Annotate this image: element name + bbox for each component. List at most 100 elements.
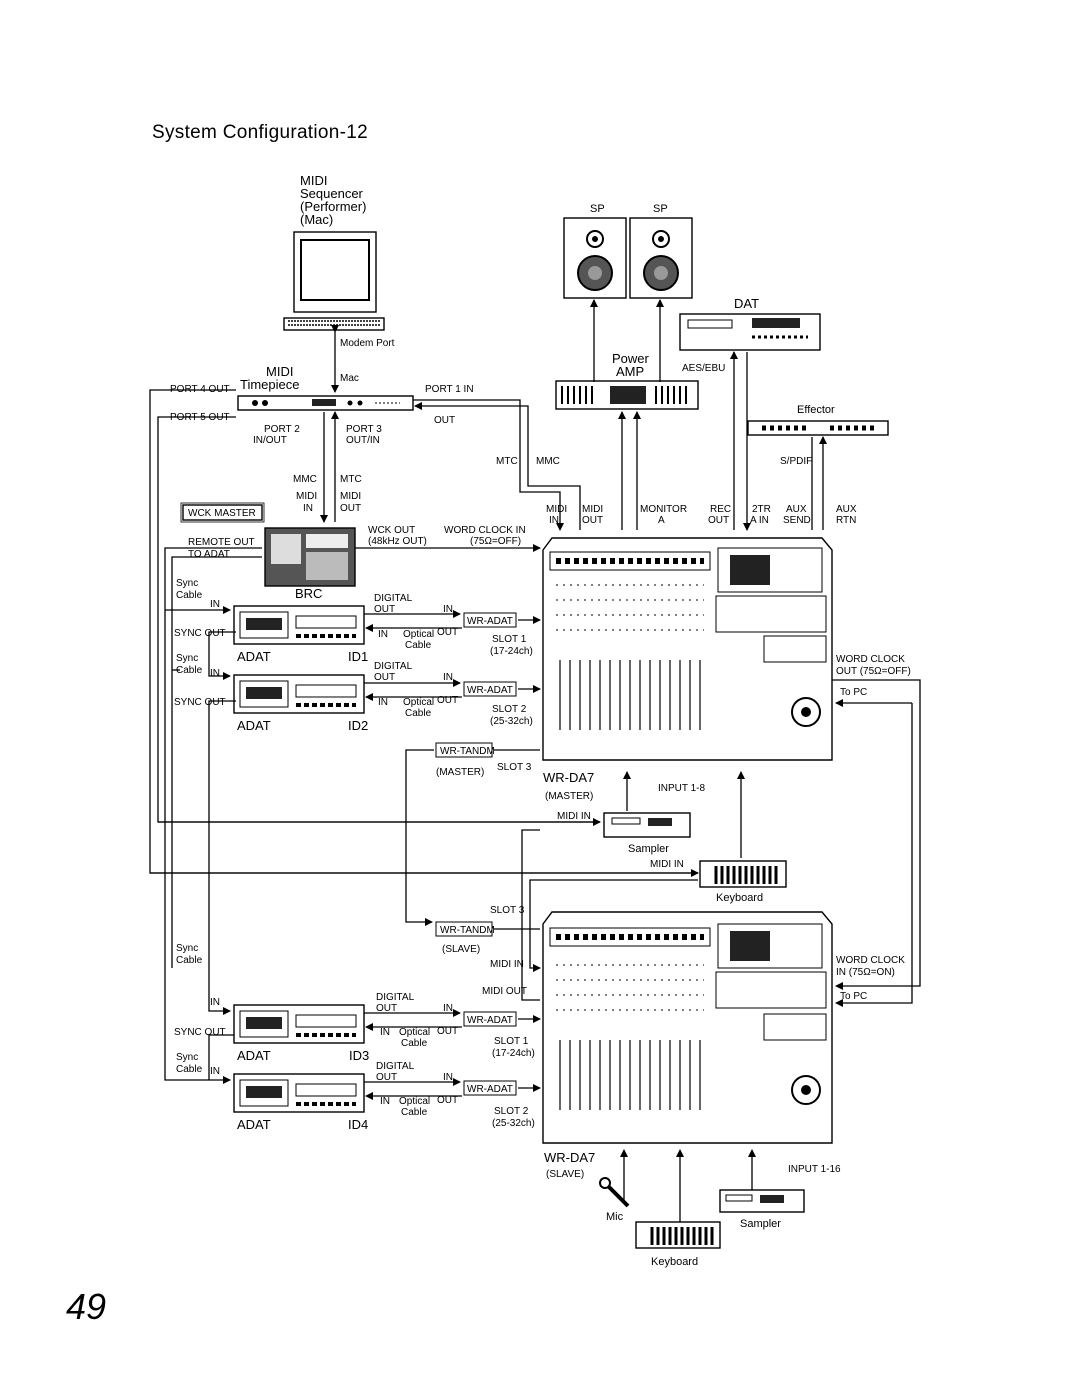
midi-sequencer-label-2: Sequencer (300, 186, 364, 201)
brc-device (264, 527, 356, 587)
effector-label: Effector (797, 404, 835, 416)
in-label-3: IN (210, 997, 220, 1008)
page-title: System Configuration-12 (152, 122, 369, 143)
word-clock-out-label-2: OUT (75Ω=OFF) (836, 666, 911, 677)
keyboard-label-2: Keyboard (651, 1256, 698, 1268)
mtc-label-2: MTC (340, 474, 362, 485)
slot1-label-2: (17-24ch) (490, 646, 533, 657)
in-label-o3: IN (380, 1027, 390, 1038)
wr-adat-label-2: WR-ADAT (467, 685, 513, 696)
aux-send-label-1: AUX (786, 504, 807, 515)
optical-label-2: Optical (403, 697, 434, 708)
port2-label-2: IN/OUT (253, 435, 287, 446)
wr-adat-card-1 (463, 612, 517, 628)
port1-label: PORT 1 IN (425, 384, 474, 395)
sampler-label-2: Sampler (740, 1218, 781, 1230)
wr-da7-label-slave: WR-DA7 (544, 1150, 595, 1165)
2tr-label-1: 2TR (752, 504, 771, 515)
sp-label-2: SP (653, 203, 668, 215)
sync-cable-label-4b: Cable (176, 1064, 203, 1075)
sync-cable-label-3b: Cable (176, 955, 203, 966)
sync-out-label-3: SYNC OUT (174, 1027, 226, 1038)
out-label-o3: OUT (437, 1026, 458, 1037)
wck-out-label-2: (48kHz OUT) (368, 536, 427, 547)
adat-id4-device (233, 1073, 365, 1113)
remote-out-label-2: TO ADAT (188, 549, 230, 560)
slot3-label-master: SLOT 3 (497, 762, 532, 773)
master-label-left: (MASTER) (436, 767, 484, 778)
modem-port-label: Modem Port (340, 338, 395, 349)
digital-label-2: DIGITAL (374, 661, 413, 672)
midi-in-label-keyboard: MIDI IN (650, 859, 684, 870)
wr-adat-card-4 (463, 1080, 517, 1096)
keyboard-device-2 (635, 1221, 721, 1249)
mac-label: Mac (340, 373, 359, 384)
wr-da7-label-master: WR-DA7 (543, 770, 594, 785)
in-label-4: IN (210, 1066, 220, 1077)
master-label-right: (MASTER) (545, 791, 593, 802)
adat-label-4: ADAT (237, 1117, 271, 1132)
wr-adat-card-2 (463, 681, 517, 697)
midi-sequencer-label-3: (Performer) (300, 199, 366, 214)
sync-cable-label-4a: Sync (176, 1052, 198, 1063)
wr-adat-card-3 (463, 1011, 517, 1027)
in-label-o1: IN (378, 629, 388, 640)
power-amp-device (555, 380, 699, 410)
out-label-d2: OUT (374, 672, 395, 683)
slot1-label-4: (17-24ch) (492, 1048, 535, 1059)
optical-label-4: Optical (399, 1096, 430, 1107)
port2-label-1: PORT 2 (264, 424, 300, 435)
da7-midi-in-2: IN (549, 515, 559, 526)
slot2-label-2: (25-32ch) (490, 716, 533, 727)
speaker-right (629, 217, 693, 299)
word-clock-out-label-1: WORD CLOCK (836, 654, 905, 665)
cable-label-3: Cable (401, 1038, 428, 1049)
in-label-d1: IN (443, 604, 453, 615)
in-label-2: IN (210, 668, 220, 679)
slot2-label-1: SLOT 2 (492, 704, 527, 715)
in-label-o2: IN (378, 697, 388, 708)
sampler-device-1 (603, 812, 691, 838)
midi-in-label-2: IN (303, 503, 313, 514)
da7-midi-out-1: MIDI (582, 504, 603, 515)
slave-label-left: (SLAVE) (442, 944, 480, 955)
mac-computer (283, 231, 385, 331)
midi-sequencer-label-1: MIDI (300, 173, 327, 188)
digital-label-3: DIGITAL (376, 992, 415, 1003)
midi-out-label-2: OUT (340, 503, 361, 514)
keyboard-label-1: Keyboard (716, 892, 763, 904)
input-1-16-label: INPUT 1-16 (788, 1164, 841, 1175)
id4-label: ID4 (348, 1117, 368, 1132)
remote-out-label-1: REMOTE OUT (188, 537, 255, 548)
2tr-label-2: A IN (750, 515, 769, 526)
wck-master-box (182, 504, 263, 521)
midi-in-label-slave: MIDI IN (490, 959, 524, 970)
adat-id1-device (233, 605, 365, 645)
effector-device (747, 420, 889, 436)
keyboard-device-1 (699, 860, 787, 888)
midi-sequencer-label-4: (Mac) (300, 212, 333, 227)
id1-label: ID1 (348, 649, 368, 664)
word-clock-in-label-1: WORD CLOCK IN (444, 525, 526, 536)
wck-out-label-1: WCK OUT (368, 525, 415, 536)
sp-label-1: SP (590, 203, 605, 215)
dat-label: DAT (734, 296, 759, 311)
dat-device (679, 313, 821, 351)
word-clock-in-label-2: (75Ω=OFF) (470, 536, 521, 547)
sampler-label-1: Sampler (628, 843, 669, 855)
word-clock-in-label-r1: WORD CLOCK (836, 955, 905, 966)
adat-id3-device (233, 1004, 365, 1044)
mtc-label: MTC (496, 456, 518, 467)
slot3-label-slave: SLOT 3 (490, 905, 525, 916)
out-label-d3: OUT (376, 1003, 397, 1014)
midi-out-label-1: MIDI (340, 491, 361, 502)
wr-tandm-card-slave (435, 921, 493, 937)
out-label-d4: OUT (376, 1072, 397, 1083)
wr-adat-label-4: WR-ADAT (467, 1084, 513, 1095)
aux-rtn-label-2: RTN (836, 515, 856, 526)
mmc-label: MMC (536, 456, 560, 467)
slot1-label-1: SLOT 1 (492, 634, 527, 645)
aux-rtn-label-1: AUX (836, 504, 857, 515)
slave-label-right: (SLAVE) (546, 1169, 584, 1180)
